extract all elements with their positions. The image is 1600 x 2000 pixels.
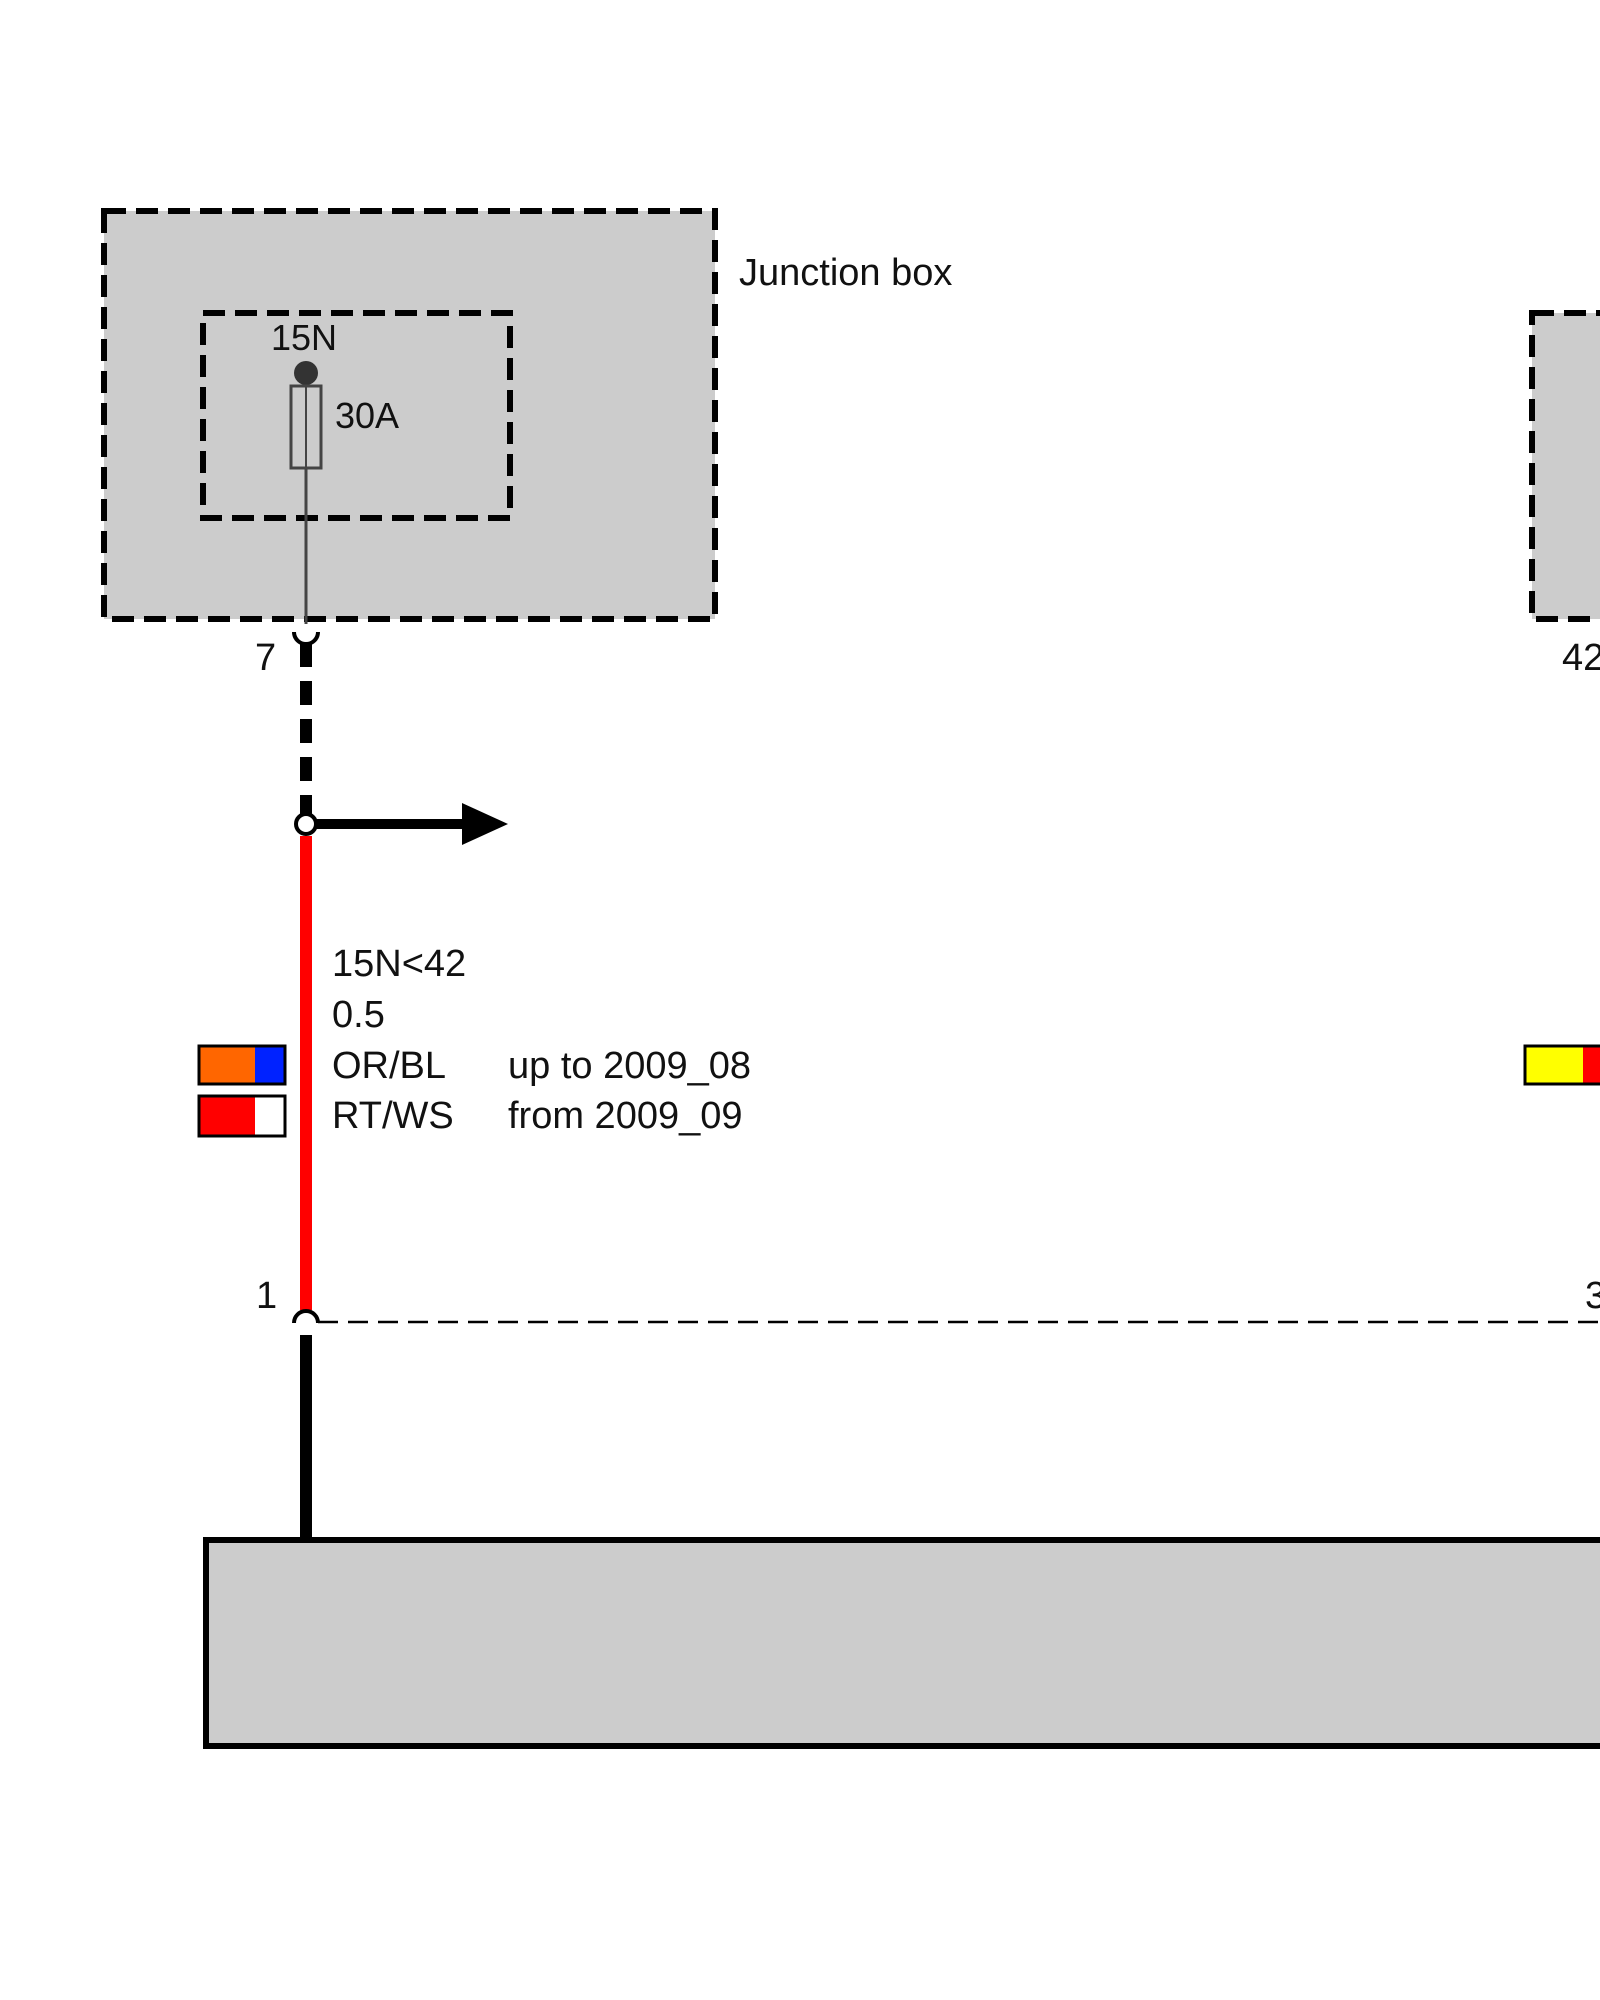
wire-color-swatch-yellow: [1525, 1046, 1583, 1084]
control-unit[interactable]: [203, 1537, 1600, 1749]
pin-7-label: 7: [255, 637, 276, 679]
wire-color-swatch-frame: [197, 1044, 287, 1086]
wire-color-swatch-blue: [255, 1046, 285, 1084]
connector-pin-1-label: 1: [256, 1275, 277, 1317]
pin-1-connector-cup: [292, 1309, 320, 1324]
right-module[interactable]: [1529, 310, 1600, 622]
wire-color-swatch-orange: [199, 1046, 255, 1084]
right-module-pin-label: 42: [1562, 637, 1600, 679]
wire-variant-code: OR/BL: [332, 1045, 446, 1087]
splice-point: [294, 812, 318, 836]
fuse-terminal-dot: [294, 361, 318, 385]
fuse-rating-label: 30A: [335, 395, 399, 436]
junction-box[interactable]: [101, 208, 718, 622]
arrow-right-icon[interactable]: [462, 803, 508, 845]
wire-color-swatch-red: [199, 1096, 255, 1136]
wire-color-swatch-frame: [1523, 1044, 1600, 1086]
wire-variant-code: RT/WS: [332, 1095, 454, 1137]
connector-pin-3-label: 3: [1585, 1275, 1600, 1317]
fuse-terminal-label: 15N: [271, 317, 337, 358]
junction-box-label: Junction box: [739, 252, 952, 294]
pin-7-connector-cup: [292, 631, 320, 646]
wire-color-swatch-white: [255, 1096, 285, 1136]
wire-variant-period: up to 2009_08: [508, 1045, 751, 1087]
wire-signal-label: 15N<42: [332, 943, 466, 985]
wire-variant-period: from 2009_09: [508, 1095, 743, 1137]
wire-color-swatch-frame: [197, 1094, 287, 1138]
wire-cross-section-label: 0.5: [332, 994, 385, 1036]
wire-color-swatch-red: [1583, 1046, 1600, 1084]
